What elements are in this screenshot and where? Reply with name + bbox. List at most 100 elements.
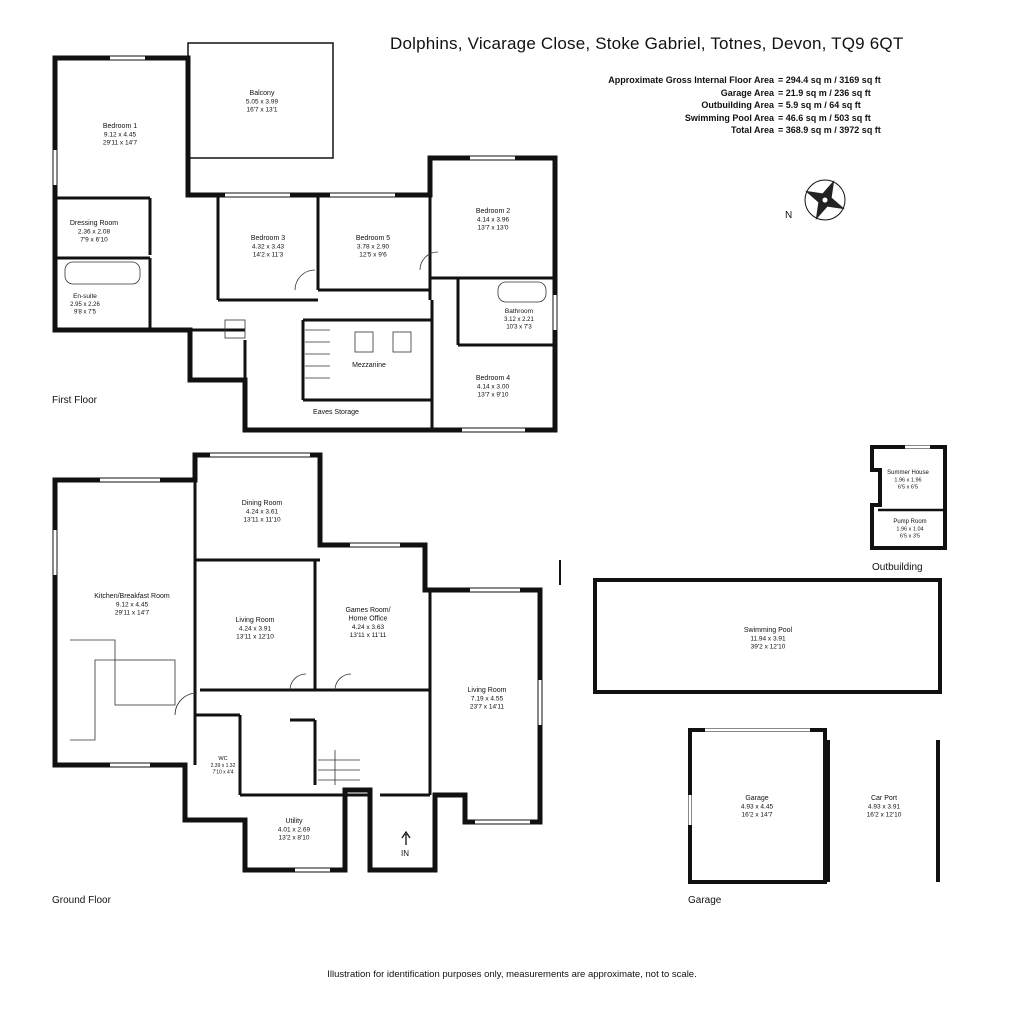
room-name: Bedroom 4: [476, 375, 510, 382]
room-name: Eaves Storage: [313, 409, 359, 416]
room-imperial: 9'8 x 7'5: [74, 310, 97, 316]
room-imperial: 13'2 x 8'10: [278, 835, 309, 842]
room-imperial: 13'11 x 11'11: [350, 632, 387, 639]
entrance-arrow-icon: [401, 830, 411, 845]
room-name: Kitchen/Breakfast Room: [94, 593, 170, 600]
room-name: En-suite: [73, 293, 97, 300]
room-name: Bedroom 5: [356, 235, 390, 242]
skylight: [354, 331, 374, 353]
area-value: = 294.4 sq m / 3169 sq ft: [778, 75, 881, 85]
walls: [52, 42, 947, 884]
kitchen-island: [114, 659, 176, 706]
room-metric: 4.24 x 3.91: [239, 626, 272, 633]
garage-label: Garage: [688, 895, 722, 906]
room-name: Pump Room: [893, 519, 926, 525]
room-imperial: 29'11 x 14'7: [115, 610, 150, 617]
door-arc: [419, 251, 439, 271]
bay-window: [464, 800, 541, 822]
outbuilding-label: Outbuilding: [872, 562, 923, 573]
room-name: WC: [218, 756, 227, 762]
area-row-garage: Garage Area= 21.9 sq m / 236 sq ft: [470, 87, 881, 100]
room-name: Living Room: [236, 617, 275, 624]
room-metric: 4.93 x 3.91: [868, 804, 901, 811]
area-row-gross: Approximate Gross Internal Floor Area = 2…: [470, 74, 881, 87]
area-summary: Approximate Gross Internal Floor Area = 2…: [470, 74, 881, 137]
room-metric: 3.12 x 2.21: [504, 317, 534, 323]
room-imperial: 14'2 x 11'3: [253, 252, 284, 259]
room-metric: 5.05 x 3.99: [246, 99, 279, 106]
room-imperial: 7'10 x 4'4: [212, 770, 233, 776]
room-imperial: 16'2 x 12'10: [867, 812, 902, 819]
room-metric: 7.19 x 4.55: [471, 696, 504, 703]
room-metric: 4.14 x 3.00: [477, 384, 510, 391]
area-value: = 5.9 sq m / 64 sq ft: [778, 100, 861, 110]
area-value: = 46.6 sq m / 503 sq ft: [778, 112, 871, 123]
room-name: Bedroom 2: [476, 208, 510, 215]
room-name: Garage: [745, 795, 768, 802]
room-name: Bedroom 1: [103, 123, 137, 130]
room-name: Balcony: [250, 90, 275, 97]
ground-floor-outer-wall: [52, 452, 543, 873]
area-label: Swimming Pool Area: [684, 112, 774, 123]
balcony-outline: [187, 42, 334, 159]
area-value: = 368.9 sq m / 3972 sq ft: [778, 125, 881, 135]
room-imperial: 16'2 x 14'7: [741, 812, 772, 819]
room-wc: WC2.39 x 1.327'10 x 4'4: [211, 756, 236, 776]
door-arc: [334, 673, 352, 691]
room-metric: 4.24 x 3.61: [246, 509, 279, 516]
room-mezzanine: Mezzanine: [352, 362, 386, 369]
room-metric: 4.14 x 3.96: [477, 217, 510, 224]
room-imperial: 13'11 x 11'10: [243, 517, 281, 524]
car-port-outline: [826, 740, 940, 882]
room-imperial: 6'5 x 6'5: [898, 485, 918, 491]
area-row-outbuilding: Outbuilding Area= 5.9 sq m / 64 sq ft: [470, 99, 881, 112]
swimming-pool-outline: [593, 578, 942, 694]
skylight: [224, 319, 246, 339]
room-name: Games Room/: [345, 607, 390, 614]
room-name: Dining Room: [242, 500, 283, 507]
room-imperial: 16'7 x 13'1: [246, 107, 277, 114]
ground-floor-partitions: [193, 480, 432, 797]
room-metric: 3.78 x 2.90: [357, 244, 390, 251]
room-metric: 4.24 x 3.63: [352, 624, 385, 631]
door-arc: [289, 673, 307, 691]
first-floor-label: First Floor: [52, 395, 97, 406]
area-label: Approximate Gross Internal Floor Area: [608, 75, 774, 85]
room-metric: 11.94 x 3.91: [750, 636, 786, 643]
room-metric: 4.93 x 4.45: [741, 804, 774, 811]
room-name: Home Office: [349, 616, 388, 623]
room-imperial: 7'9 x 6'10: [80, 237, 108, 244]
stairs-ground: [318, 750, 360, 785]
compass-label: N: [785, 210, 792, 221]
room-metric: 9.12 x 4.45: [116, 602, 149, 609]
room-metric: 4.32 x 3.43: [252, 244, 285, 251]
disclaimer: Illustration for identification purposes…: [327, 969, 697, 980]
area-label: Garage Area: [720, 87, 774, 98]
skylight: [392, 331, 412, 353]
room-imperial: 10'3 x 7'3: [506, 325, 532, 331]
room-name: Swimming Pool: [744, 627, 793, 634]
room-name: Living Room: [468, 687, 507, 694]
kitchen-counter: [70, 639, 116, 741]
fixtures: [64, 251, 547, 785]
compass-icon: [804, 179, 846, 221]
room-imperial: 6'5 x 3'5: [900, 534, 920, 540]
room-imperial: 39'2 x 12'10: [751, 644, 786, 651]
room-metric: 1.96 x 1.96: [894, 478, 921, 484]
